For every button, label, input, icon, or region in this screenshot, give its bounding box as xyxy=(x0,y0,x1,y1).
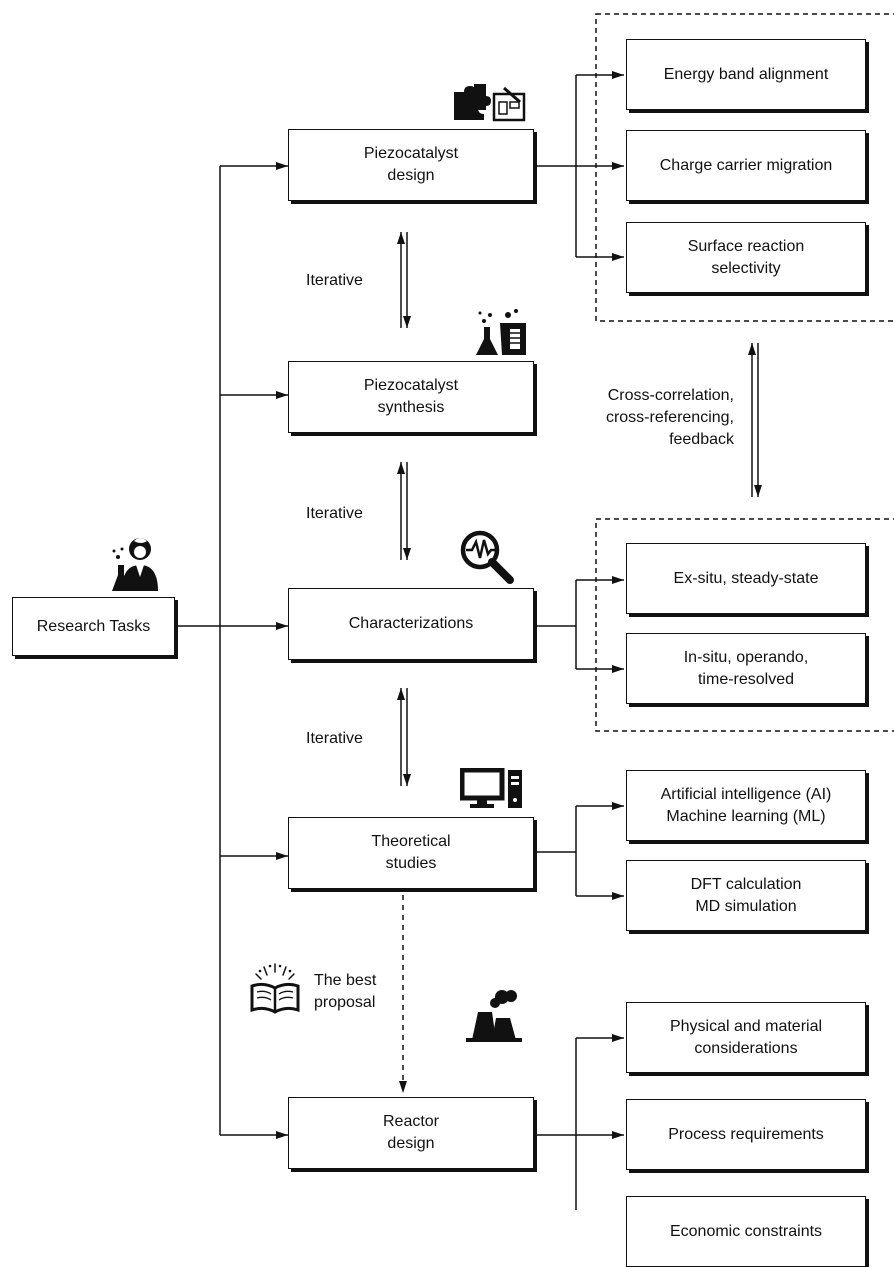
aspect-line: selectivity xyxy=(711,259,781,277)
proposal-line: proposal xyxy=(314,994,376,1011)
aspect-line: Energy band alignment xyxy=(663,65,829,83)
puzzle-blueprint-icon xyxy=(454,84,526,122)
factor-process-requirements: Process requirements xyxy=(626,1099,866,1170)
aspect-line: Charge carrier migration xyxy=(659,156,833,174)
proposal-label: The best proposal xyxy=(314,970,376,1014)
research-tasks-label: Research Tasks xyxy=(36,617,151,635)
computer-icon xyxy=(460,768,522,808)
task-piezocatalyst-design: Piezocatalyst design xyxy=(288,129,534,201)
factor-line: Physical and material xyxy=(669,1017,823,1035)
method-line: MD simulation xyxy=(695,897,797,915)
characterization-modes-group-frame xyxy=(595,518,894,732)
open-book-icon xyxy=(250,963,300,1014)
factor-line: considerations xyxy=(694,1039,798,1057)
task-line: Characterizations xyxy=(348,615,474,632)
feedback-line: cross-referencing, xyxy=(605,409,734,426)
iterative-label-1: Iterative xyxy=(306,272,363,289)
task-theoretical-studies: Theoretical studies xyxy=(288,817,534,889)
task-line: Piezocatalyst xyxy=(363,377,459,394)
task-line: Theoretical xyxy=(371,833,451,850)
task-characterizations: Characterizations xyxy=(288,588,534,660)
design-aspects-group-frame xyxy=(595,13,894,322)
factor-line: Process requirements xyxy=(668,1125,824,1143)
iterative-label-3: Iterative xyxy=(306,730,363,747)
aspect-energy-band-alignment: Energy band alignment xyxy=(626,39,866,110)
magnifier-signal-icon xyxy=(460,530,514,584)
factor-physical-material: Physical and material considerations xyxy=(626,1002,866,1073)
task-piezocatalyst-synthesis: Piezocatalyst synthesis xyxy=(288,361,534,433)
task-line: studies xyxy=(385,855,437,872)
feedback-line: feedback xyxy=(669,431,734,448)
method-line: Machine learning (ML) xyxy=(666,807,826,825)
feedback-line: Cross-correlation, xyxy=(607,387,734,404)
aspect-surface-reaction-selectivity: Surface reaction selectivity xyxy=(626,222,866,293)
feedback-label: Cross-correlation, cross-referencing, fe… xyxy=(560,385,734,451)
factor-line: Economic constraints xyxy=(669,1222,823,1240)
proposal-line: The best xyxy=(314,972,377,989)
aspect-charge-carrier-migration: Charge carrier migration xyxy=(626,130,866,201)
task-line: Piezocatalyst xyxy=(363,145,459,162)
mode-line: Ex-situ, steady-state xyxy=(673,569,819,587)
task-line: synthesis xyxy=(377,399,445,416)
mode-in-situ-operando: In-situ, operando, time-resolved xyxy=(626,633,866,704)
method-line: DFT calculation xyxy=(690,875,802,893)
method-ai-ml: Artificial intelligence (AI) Machine lea… xyxy=(626,770,866,841)
aspect-line: Surface reaction xyxy=(687,237,805,255)
task-line: design xyxy=(387,167,435,184)
connector-lines xyxy=(175,13,894,1210)
task-line: Reactor xyxy=(382,1113,440,1130)
factor-economic-constraints: Economic constraints xyxy=(626,1196,866,1267)
mode-line: time-resolved xyxy=(697,670,795,688)
iterative-label-2: Iterative xyxy=(306,505,363,522)
research-tasks-box: Research Tasks xyxy=(12,597,175,656)
mode-ex-situ-steady-state: Ex-situ, steady-state xyxy=(626,543,866,614)
flask-beaker-icon xyxy=(476,309,526,355)
mode-line: In-situ, operando, xyxy=(683,648,809,666)
factory-icon xyxy=(466,990,522,1042)
researcher-icon xyxy=(112,538,158,591)
task-reactor-design: Reactor design xyxy=(288,1097,534,1169)
method-dft-md: DFT calculation MD simulation xyxy=(626,860,866,931)
task-line: design xyxy=(387,1135,435,1152)
method-line: Artificial intelligence (AI) xyxy=(660,785,832,803)
